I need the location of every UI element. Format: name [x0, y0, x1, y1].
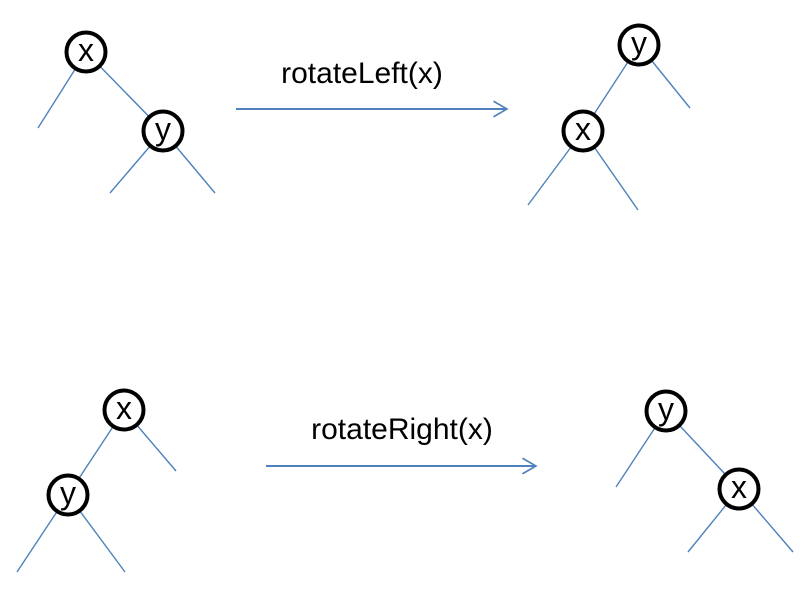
- tree-node-label-x: x: [731, 469, 747, 505]
- tree-node-y: [617, 23, 661, 67]
- tree-node-label-y: y: [631, 25, 647, 61]
- tree-node-label-x: x: [575, 111, 591, 147]
- rotate-right-arrow-head-icon: [522, 457, 538, 475]
- rotate-left-arrow-head-icon: [493, 100, 509, 118]
- rotate-right-label: rotateRight(x): [311, 413, 493, 446]
- tree-node-x: [717, 467, 761, 511]
- tree-node-label-y: y: [658, 391, 674, 427]
- tree-node-y: [141, 109, 185, 153]
- tree-node-x: [102, 388, 146, 432]
- tree-node-y: [644, 389, 688, 433]
- tree-node-x: [64, 30, 108, 74]
- rotate-left-label: rotateLeft(x): [281, 57, 443, 90]
- tree-node-label-y: y: [60, 475, 76, 511]
- tree-node-label-y: y: [155, 111, 171, 147]
- tree-node-label-x: x: [78, 32, 94, 68]
- tree-node-y: [46, 473, 90, 517]
- tree-node-x: [561, 109, 605, 153]
- tree-node-label-x: x: [116, 390, 132, 426]
